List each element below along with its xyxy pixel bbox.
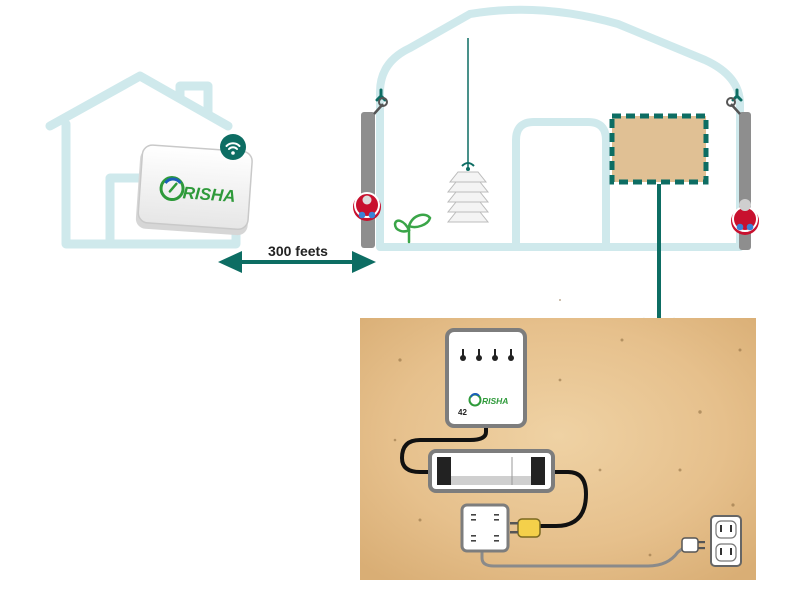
radiation-shield — [446, 162, 490, 223]
power-supply-module — [428, 449, 555, 493]
wifi-icon — [220, 134, 246, 160]
risha-logo — [159, 176, 185, 202]
controller-logo — [468, 393, 482, 407]
distance-arrow — [218, 251, 376, 273]
right-post-sensor — [726, 88, 759, 250]
wall-outlet — [710, 515, 742, 567]
controller-brand: RISHA — [482, 396, 508, 406]
plug-yellow — [510, 518, 541, 538]
cables — [399, 424, 688, 568]
plywood-thumbnail — [609, 113, 709, 185]
distance-label: 300 feets — [268, 243, 328, 259]
left-post-sensor — [353, 88, 388, 248]
gateway-brand: RISHA — [182, 183, 236, 206]
plug-white — [681, 537, 705, 553]
junction-box — [460, 503, 510, 553]
plywood-board — [360, 299, 756, 580]
plant-sprout-icon — [393, 213, 432, 244]
controller-box: RISHA 42 — [445, 328, 527, 428]
controller-ports — [460, 349, 514, 361]
greenhouse-outline — [376, 5, 744, 251]
controller-number: 42 — [458, 408, 467, 417]
zoom-arrow — [642, 184, 676, 338]
gateway-device: RISHA — [135, 144, 253, 236]
